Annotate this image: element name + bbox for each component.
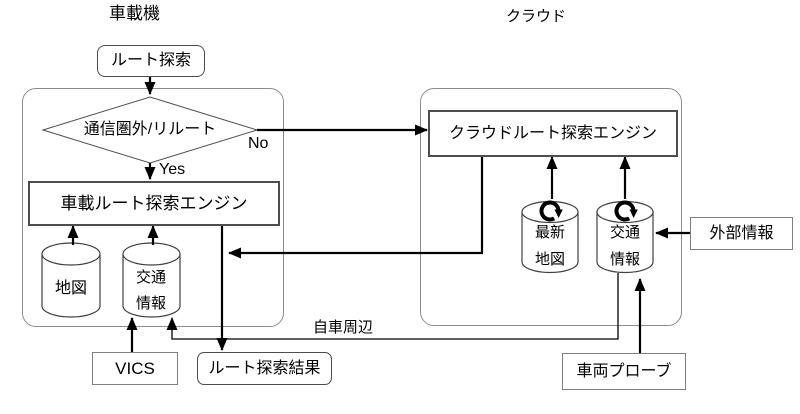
- cloud-latest-map-label-line1: 最新: [534, 224, 566, 241]
- vehicle-map-db-cylinder: [41, 242, 101, 318]
- arrow-own-vehicle-vicinity-traffic: [166, 273, 619, 340]
- cloud-group-container: [420, 88, 682, 326]
- arrow-cloud-engine-to-route-result-line: [228, 153, 484, 259]
- vehicle-engine-label: 車載ルート探索エンジン: [60, 194, 248, 213]
- refresh-icon: [539, 200, 563, 222]
- vics-label: VICS: [115, 359, 155, 378]
- own-vehicle-vicinity-label: 自車周辺: [313, 319, 374, 336]
- cloud-traffic-db-cylinder: [596, 200, 654, 274]
- cloud-traffic-db-label-line1: 交通: [609, 224, 641, 241]
- cloud-engine-node: クラウドルート探索エンジン: [428, 110, 678, 157]
- vehicle-traffic-db-label-line1: 交通: [135, 269, 167, 286]
- decision-label: 通信圏外/リルート: [83, 121, 217, 138]
- vehicle-probe-label: 車両プローブ: [576, 362, 672, 380]
- cloud-traffic-db-label-line2: 情報: [609, 251, 641, 268]
- vehicle-map-db-label: 地図: [54, 280, 88, 297]
- vehicle-section-title: 車載機: [109, 4, 160, 23]
- decision-yes-label: Yes: [159, 161, 186, 178]
- cloud-latest-map-label-line2: 地図: [534, 251, 566, 268]
- cloud-engine-label: クラウドルート探索エンジン: [448, 124, 657, 142]
- route-search-label: ルート探索: [110, 52, 191, 69]
- route-search-node: ルート探索: [97, 45, 205, 77]
- external-info-node: 外部情報: [690, 217, 793, 250]
- vehicle-traffic-db-label-line2: 情報: [135, 295, 167, 312]
- vehicle-traffic-db-cylinder: [122, 242, 181, 318]
- route-result-node: ルート探索結果: [197, 352, 332, 385]
- vics-node: VICS: [92, 352, 178, 385]
- vehicle-engine-node: 車載ルート探索エンジン: [28, 181, 280, 226]
- cloud-section-title: クラウド: [506, 8, 567, 25]
- vehicle-probe-node: 車両プローブ: [562, 353, 686, 390]
- external-info-label: 外部情報: [709, 224, 774, 242]
- route-result-label: ルート探索結果: [208, 359, 321, 377]
- refresh-icon: [614, 200, 638, 222]
- decision-no-label: No: [248, 135, 269, 152]
